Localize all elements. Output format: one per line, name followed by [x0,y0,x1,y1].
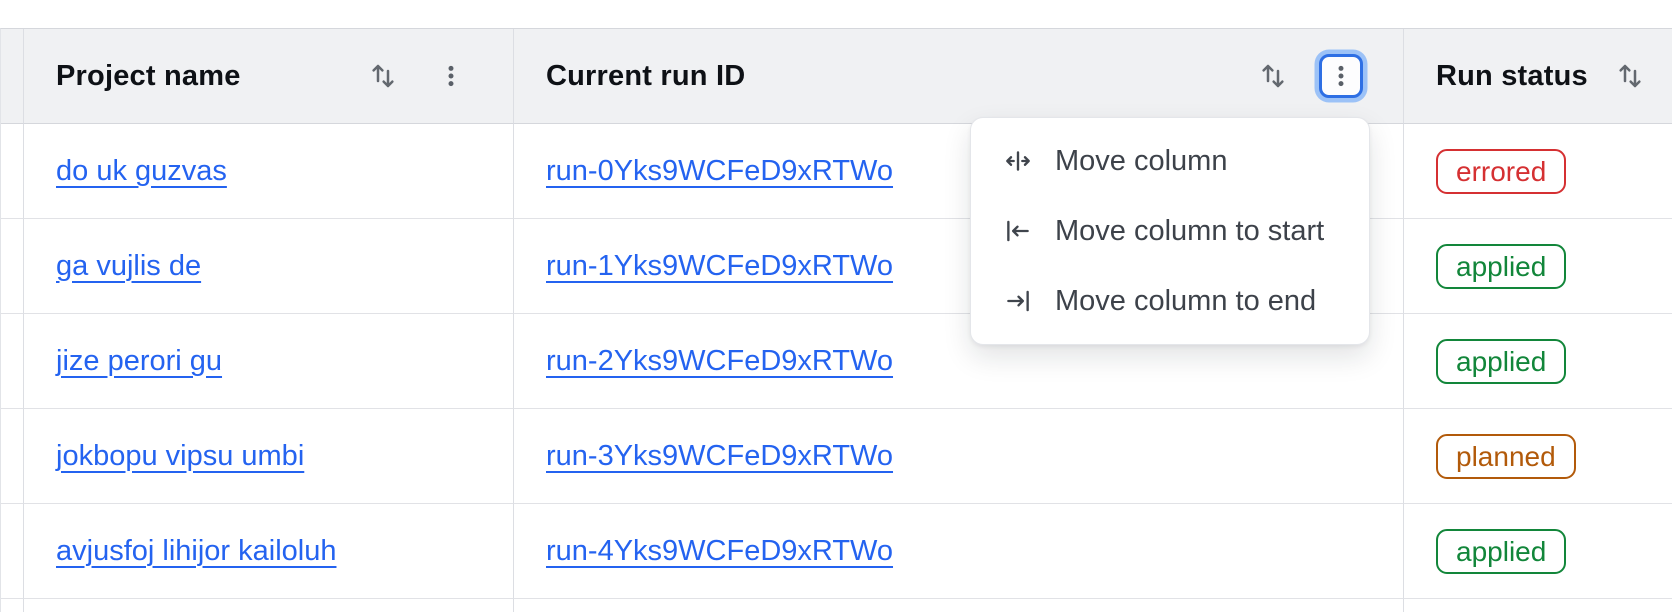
column-label-project-name: Project name [56,59,241,92]
run-id-link[interactable]: run-2Yks9WCFeD9xRTWo [546,344,894,377]
project-name-cell: jize perori gu [24,314,514,409]
table-header-row: Project name Curre [1,29,1672,124]
run-status-cell: applied [1404,504,1672,599]
project-name-cell: jokbopu vipsu umbi [24,409,514,504]
project-name-cell: do uk guzvas [24,124,514,219]
menu-item-move-column-to-start[interactable]: Move column to start [971,196,1369,266]
column-header-project-name: Project name [24,29,514,124]
gutter-cell [1,504,24,599]
sort-arrows-icon[interactable] [361,54,405,98]
project-name-cell: ga vujlis de [24,219,514,314]
project-link[interactable]: jize perori gu [56,344,223,377]
run-status-header-tools [1608,54,1672,98]
run-id-link[interactable]: run-0Yks9WCFeD9xRTWo [546,154,894,187]
menu-item-move-column[interactable]: Move column [971,126,1369,196]
sort-arrows-icon[interactable] [1608,54,1652,98]
run-id-cell: run-4Yks9WCFeD9xRTWo [514,504,1404,599]
column-label-run-status: Run status [1436,59,1588,92]
project-name-cell [24,599,514,612]
column-header-run-status: Run status [1404,29,1672,124]
run-status-cell: errored [1404,124,1672,219]
status-badge: applied [1436,243,1567,289]
column-label-current-run-id: Current run ID [546,59,746,92]
gutter-cell [1,314,24,409]
project-link[interactable]: do uk guzvas [56,154,227,187]
status-badge: planned [1436,433,1576,479]
menu-item-label: Move column to end [1055,284,1317,317]
kebab-icon[interactable] [429,54,473,98]
table-row: jokbopu vipsu umbi run-3Yks9WCFeD9xRTWo … [1,409,1672,504]
gutter-cell [1,599,24,612]
gutter-cell [1,409,24,504]
kebab-icon[interactable] [1319,54,1363,98]
gutter-header-cell [1,29,24,124]
project-link[interactable]: ga vujlis de [56,249,202,282]
run-id-link[interactable]: run-1Yks9WCFeD9xRTWo [546,249,894,282]
project-link[interactable]: jokbopu vipsu umbi [56,439,305,472]
run-id-link[interactable]: run-4Yks9WCFeD9xRTWo [546,534,894,567]
gutter-cell [1,219,24,314]
move-column-to-end-icon [1003,286,1033,316]
run-status-cell [1404,599,1672,612]
project-link[interactable]: avjusfoj lihijor kailoluh [56,534,337,567]
table-body: do uk guzvas run-0Yks9WCFeD9xRTWo errore… [1,124,1672,612]
run-status-cell: planned [1404,409,1672,504]
gutter-cell [1,124,24,219]
current-run-id-header-tools [1251,54,1363,98]
project-name-cell: avjusfoj lihijor kailoluh [24,504,514,599]
column-options-menu: Move column Move column to start Move co… [970,117,1370,345]
run-id-cell [514,599,1404,612]
table-row: ga vujlis de run-1Yks9WCFeD9xRTWo applie… [1,219,1672,314]
run-status-cell: applied [1404,219,1672,314]
menu-item-move-column-to-end[interactable]: Move column to end [971,266,1369,336]
projects-table: Project name Curre [0,28,1672,612]
table-row: jize perori gu run-2Yks9WCFeD9xRTWo appl… [1,314,1672,409]
sort-arrows-icon[interactable] [1251,54,1295,98]
move-column-icon [1003,146,1033,176]
top-spacer [0,0,1672,28]
table-row: avjusfoj lihijor kailoluh run-4Yks9WCFeD… [1,504,1672,599]
menu-item-label: Move column [1055,144,1228,177]
menu-item-label: Move column to start [1055,214,1325,247]
move-column-to-start-icon [1003,216,1033,246]
run-id-link[interactable]: run-3Yks9WCFeD9xRTWo [546,439,894,472]
table-row: do uk guzvas run-0Yks9WCFeD9xRTWo errore… [1,124,1672,219]
status-badge: errored [1436,148,1567,194]
run-id-cell: run-3Yks9WCFeD9xRTWo [514,409,1404,504]
table-row-partial [1,599,1672,612]
status-badge: applied [1436,338,1567,384]
status-badge: applied [1436,528,1567,574]
project-name-header-tools [361,54,473,98]
run-status-cell: applied [1404,314,1672,409]
column-header-current-run-id: Current run ID [514,29,1404,124]
